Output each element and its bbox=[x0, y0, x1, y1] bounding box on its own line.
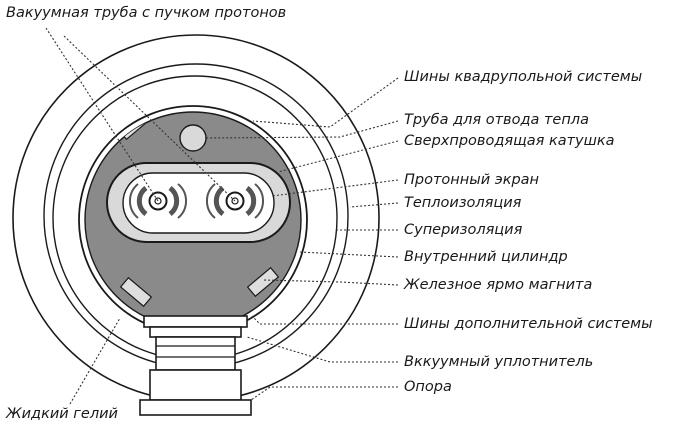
leader-extra-bus bbox=[251, 315, 398, 325]
extra-bus-right bbox=[246, 266, 280, 298]
leader-iron-yoke bbox=[262, 279, 399, 286]
label-iron-yoke: Железное ярмо магнита bbox=[404, 277, 593, 293]
leader-liquid-helium bbox=[69, 317, 121, 405]
beam-pipe-left bbox=[128, 183, 188, 219]
leader-proton-screen bbox=[271, 179, 399, 197]
leader-vacuum-seal bbox=[246, 336, 398, 363]
leader-support bbox=[250, 386, 398, 401]
label-extra-bus: Шины дополнительной системы bbox=[404, 316, 653, 332]
label-thermal-insulation: Теплоизоляция bbox=[404, 195, 522, 211]
label-proton-screen: Протонный экран bbox=[404, 172, 540, 188]
support-base bbox=[139, 399, 252, 416]
label-support: Опора bbox=[404, 379, 452, 395]
label-superinsulation: Суперизоляция bbox=[404, 222, 523, 238]
label-heat-tube: Труба для отвода тепла bbox=[404, 112, 589, 128]
leader-inner-cylinder bbox=[299, 251, 399, 258]
support-column bbox=[139, 315, 252, 416]
label-vacuum-tube: Вакуумная труба с пучком протонов bbox=[6, 5, 287, 21]
label-quadrupole-bus: Шины квадрупольной системы bbox=[404, 69, 643, 85]
proton-screen bbox=[122, 172, 275, 234]
leader-sc-coil bbox=[277, 140, 399, 173]
label-vacuum-seal: Вккуумный уплотнитель bbox=[404, 354, 594, 370]
leader-thermal-insulation bbox=[349, 202, 399, 208]
leader-heat-tube bbox=[205, 120, 399, 139]
label-sc-coil: Сверхпроводящая катушка bbox=[404, 133, 615, 149]
extra-bus-left bbox=[119, 276, 153, 308]
label-inner-cylinder: Внутренний цилиндр bbox=[404, 249, 568, 265]
heat-removal-tube bbox=[179, 124, 207, 152]
label-liquid-helium: Жидкий гелий bbox=[6, 406, 118, 422]
